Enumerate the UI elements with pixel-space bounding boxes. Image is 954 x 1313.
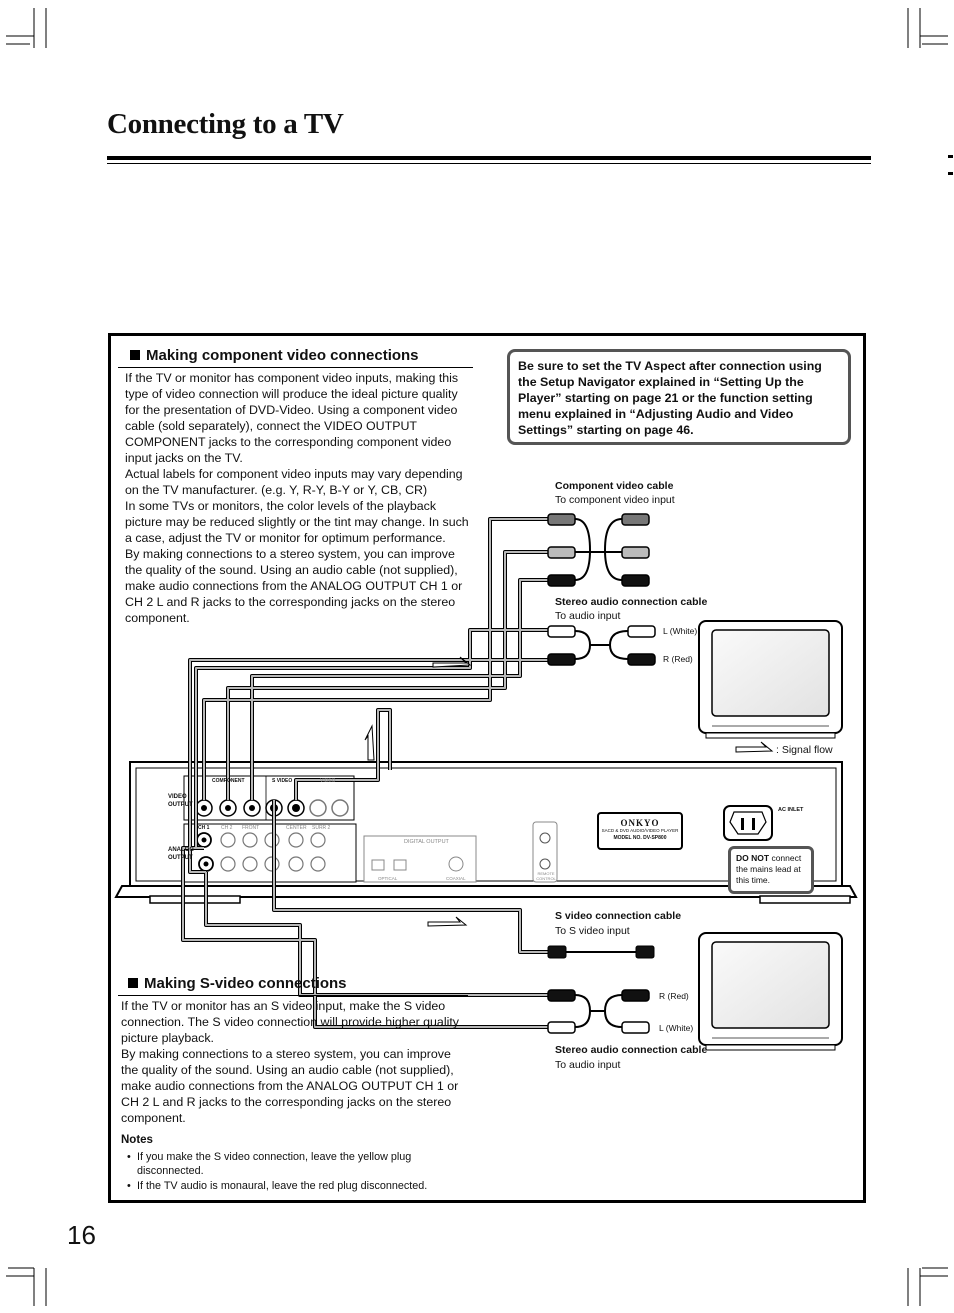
video-jack-label: VIDEO bbox=[320, 778, 336, 784]
square-bullet-icon bbox=[128, 978, 138, 988]
component-cable-sub: To component video input bbox=[555, 494, 675, 506]
tv-bottom bbox=[698, 932, 843, 1051]
player-rear-panel bbox=[114, 761, 858, 904]
svideo-paragraph: By making connections to a stereo system… bbox=[121, 1047, 459, 1125]
component-section-body: If the TV or monitor has component video… bbox=[125, 370, 475, 626]
stereo-cable-sub-bottom: To audio input bbox=[555, 1059, 621, 1071]
component-cable-title: Component video cable bbox=[555, 480, 674, 492]
svideo-cable bbox=[547, 945, 655, 959]
component-paragraph: In some TVs or monitors, the color level… bbox=[125, 499, 469, 545]
title-rule-thin bbox=[107, 163, 871, 164]
square-bullet-icon bbox=[130, 350, 140, 360]
notes-list: If you make the S video connection, leav… bbox=[121, 1150, 466, 1194]
l-white-label-top: L (White) bbox=[663, 626, 698, 636]
video-output-label: VIDEO OUTPUT bbox=[168, 794, 193, 808]
brand-sub: SACD & DVD AUDIO/VIDEO PLAYER bbox=[601, 828, 679, 833]
note-item: If the TV audio is monaural, leave the r… bbox=[121, 1179, 466, 1193]
tv-top bbox=[698, 620, 843, 739]
stereo-cable-sub-top: To audio input bbox=[555, 610, 621, 622]
svideo-section-title: Making S-video connections bbox=[128, 975, 347, 992]
page-title: Connecting to a TV bbox=[107, 108, 344, 140]
component-cable bbox=[547, 513, 650, 587]
component-paragraph: By making connections to a stereo system… bbox=[125, 547, 463, 625]
svideo-section-rule bbox=[118, 995, 468, 996]
do-not-connect-warning: DO NOT connect the mains lead at this ti… bbox=[728, 846, 814, 894]
digital-output-label: DIGITAL OUTPUT bbox=[404, 839, 449, 845]
svideo-jack-label: S VIDEO bbox=[272, 778, 293, 784]
svideo-cable-sub: To S video input bbox=[555, 925, 630, 937]
component-section-title: Making component video connections bbox=[130, 347, 419, 364]
svideo-section-body: If the TV or monitor has an S video inpu… bbox=[121, 998, 469, 1126]
center-label: CENTER bbox=[286, 825, 307, 831]
analog-output-label: ANALOG OUTPUT bbox=[168, 847, 194, 861]
ch2-label: CH 2 bbox=[221, 825, 233, 831]
notice-box: Be sure to set the TV Aspect after conne… bbox=[507, 349, 851, 445]
component-jack-label: COMPONENT bbox=[212, 778, 245, 784]
stereo-cable-title-bottom: Stereo audio connection cable bbox=[555, 1044, 708, 1056]
stereo-cable-title-top: Stereo audio connection cable bbox=[555, 596, 708, 608]
note-item: If you make the S video connection, leav… bbox=[121, 1150, 466, 1178]
front-label: FRONT bbox=[242, 825, 260, 831]
title-rule-thick bbox=[107, 156, 871, 160]
model-label: MODEL NO. bbox=[613, 835, 642, 841]
brand-logo: ONKYO bbox=[620, 818, 660, 828]
r-red-label-top: R (Red) bbox=[663, 654, 693, 664]
ac-inlet-label: AC INLET bbox=[778, 807, 804, 813]
component-paragraph: Actual labels for component video inputs… bbox=[125, 467, 463, 497]
remote-control-label: REMOTE CONTROL bbox=[536, 871, 556, 881]
component-paragraph: If the TV or monitor has component video… bbox=[125, 371, 459, 465]
stereo-cable-bottom bbox=[547, 989, 650, 1034]
ch1-label: CH 1 bbox=[198, 825, 210, 831]
page-number: 16 bbox=[67, 1220, 96, 1250]
svideo-paragraph: If the TV or monitor has an S video inpu… bbox=[121, 999, 459, 1045]
surr2-label: SURR 2 bbox=[312, 825, 331, 831]
stereo-cable-top bbox=[547, 625, 656, 666]
l-white-label-bottom: L (White) bbox=[659, 1023, 694, 1033]
r-red-label-bottom: R (Red) bbox=[659, 991, 689, 1001]
content-panel bbox=[108, 333, 866, 1203]
signal-flow-legend: : Signal flow bbox=[776, 744, 833, 756]
notes-title: Notes bbox=[121, 1134, 153, 1146]
model-number: DV-SP800 bbox=[643, 835, 667, 841]
model-plate: ONKYO SACD & DVD AUDIO/VIDEO PLAYER MODE… bbox=[597, 812, 683, 850]
component-section-rule bbox=[118, 367, 473, 368]
coaxial-label: COAXIAL bbox=[446, 876, 466, 881]
optical-label: OPTICAL bbox=[378, 876, 398, 881]
svideo-cable-title: S video connection cable bbox=[555, 910, 682, 922]
